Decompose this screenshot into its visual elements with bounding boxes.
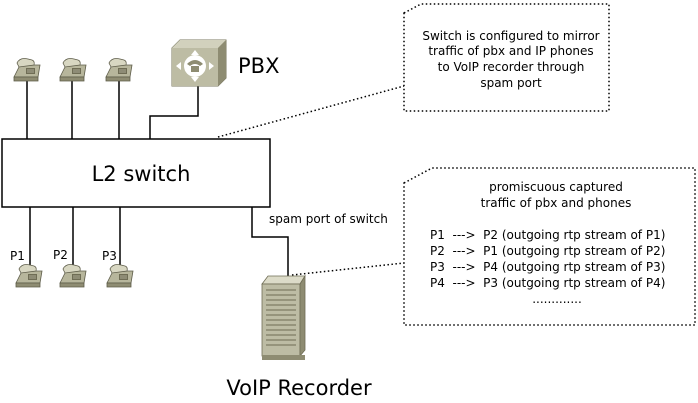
ip-phone-icon [59,264,87,288]
note-top-line-1: Switch is configured to mirror [422,29,599,43]
pbx-label: PBX [238,54,279,78]
ip-phone-icon [105,58,133,82]
phone-p3[interactable]: P3 [102,249,134,288]
l2-switch[interactable]: L2 switch [1,138,271,208]
note-top: Switch is configured to mirror traffic o… [403,3,610,112]
connection-lines [26,80,289,276]
note-top-line-3: to VoIP recorder through [438,60,585,74]
note-bottom: promiscuous captured traffic of pbx and … [403,167,696,326]
pbx-phone-icon [171,39,227,87]
pbx[interactable]: PBX [171,39,279,87]
note-bottom-row-2: P2 ---> P1 (outgoing rtp stream of P2) [430,244,665,258]
phone-p2-label: P2 [53,248,68,262]
phone-top-1[interactable] [13,58,41,82]
link-pbx [149,86,199,139]
phone-top-3[interactable] [105,58,133,82]
note-top-line-2: traffic of pbx and IP phones [428,44,593,58]
ip-phone-icon [106,264,134,288]
switch-label: L2 switch [92,162,191,186]
note-top-line-4: spam port [480,76,542,90]
note-bottom-row-1: P1 ---> P2 (outgoing rtp stream of P1) [430,228,665,242]
note-bottom-row-3: P3 ---> P4 (outgoing rtp stream of P3) [430,260,665,274]
note-bottom-ellipsis: ............. [532,292,582,306]
link-spam-port [251,207,289,276]
phone-p3-label: P3 [102,249,117,263]
voip-recorder[interactable]: VoIP Recorder [226,274,372,400]
phone-top-2[interactable] [59,58,87,82]
recorder-label: VoIP Recorder [226,376,372,400]
callout-line-top [217,85,405,138]
ip-phone-icon [59,58,87,82]
note-bottom-heading-1: promiscuous captured [489,180,623,194]
callout-lines [217,85,405,276]
ip-phone-icon [15,264,43,288]
note-bottom-row-4: P4 ---> P3 (outgoing rtp stream of P4) [430,276,665,290]
callout-line-bottom [291,262,405,276]
ip-phone-icon [13,58,41,82]
phone-p2[interactable]: P2 [53,248,87,288]
note-bottom-heading-2: traffic of pbx and phones [481,196,632,210]
server-tower-icon [261,274,306,360]
phone-p1[interactable]: P1 [10,249,43,288]
spam-port-label: spam port of switch [269,212,388,226]
phone-p1-label: P1 [10,249,25,263]
